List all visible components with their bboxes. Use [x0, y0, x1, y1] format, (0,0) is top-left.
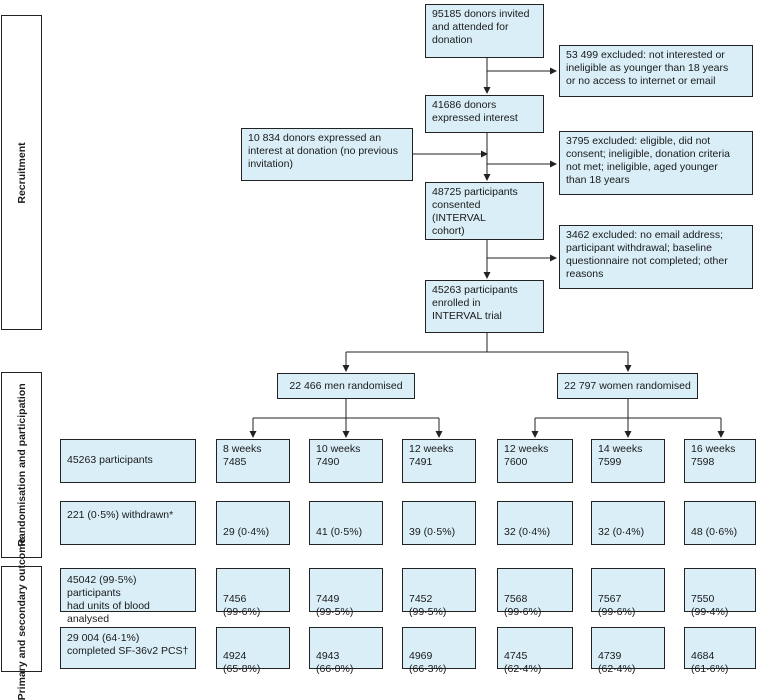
analysed-women-16w: 7550 (99·4%) [684, 568, 756, 618]
section-randomisation-label: Randomisation and participation [15, 383, 28, 547]
arm-box-men-8w: 8 weeks 7485 [216, 439, 290, 483]
section-randomisation: Randomisation and participation [1, 372, 42, 558]
analysed-men-10w: 7449 (99·5%) [309, 568, 383, 618]
sf36-women-14w: 4739 (62·4%) [591, 627, 665, 675]
arm-box-men-12w: 12 weeks 7491 [402, 439, 476, 483]
excluded-box-3: 3462 excluded: no email address; partici… [559, 225, 753, 289]
section-outcome-label: Primary and secondary outcome [15, 537, 28, 700]
excluded-box-1: 53 499 excluded: not interested or ineli… [559, 45, 753, 97]
withdrawn-women-12w: 32 (0·4%) [497, 501, 573, 545]
expressed-at-donation-box: 10 834 donors expressed an interest at d… [241, 128, 413, 181]
sf36-men-12w: 4969 (66·3%) [402, 627, 476, 675]
analysed-women-14w: 7567 (99·6%) [591, 568, 665, 618]
expressed-interest-box: 41686 donors expressed interest [425, 95, 544, 133]
arm-box-women-12w: 12 weeks 7600 [497, 439, 573, 483]
women-randomised-box: 22 797 women randomised [557, 373, 698, 399]
withdrawn-women-16w: 48 (0·6%) [684, 501, 756, 545]
enrolled-box: 45263 participants enrolled in INTERVAL … [425, 280, 544, 333]
analysed-total-box: 45042 (99·5%) participants had units of … [60, 568, 196, 625]
invited-box: 95185 donors invited and attended for do… [425, 4, 544, 58]
section-recruitment-label: Recruitment [15, 141, 28, 204]
withdrawn-women-14w: 32 (0·4%) [591, 501, 665, 545]
arm-box-women-14w: 14 weeks 7599 [591, 439, 665, 483]
section-outcome: Primary and secondary outcome [1, 538, 42, 700]
withdrawn-men-12w: 39 (0·5%) [402, 501, 476, 545]
connector-lines [249, 58, 725, 438]
men-randomised-box: 22 466 men randomised [277, 373, 415, 399]
arm-box-men-10w: 10 weeks 7490 [309, 439, 383, 483]
sf36-total-box: 29 004 (64·1%) completed SF-36v2 PCS† [60, 627, 196, 669]
analysed-men-8w: 7456 (99·6%) [216, 568, 290, 618]
section-recruitment: Recruitment [1, 15, 42, 330]
analysed-men-12w: 7452 (99·5%) [402, 568, 476, 618]
sf36-men-8w: 4924 (65·8%) [216, 627, 290, 675]
excluded-box-2: 3795 excluded: eligible, did not consent… [559, 131, 753, 195]
analysed-women-12w: 7568 (99·6%) [497, 568, 573, 618]
withdrawn-total-box: 221 (0·5%) withdrawn* [60, 501, 196, 545]
arm-box-women-16w: 16 weeks 7598 [684, 439, 756, 483]
sf36-women-16w: 4684 (61·6%) [684, 627, 756, 675]
withdrawn-men-8w: 29 (0·4%) [216, 501, 290, 545]
sf36-women-12w: 4745 (62·4%) [497, 627, 573, 675]
sf36-men-10w: 4943 (66·0%) [309, 627, 383, 675]
consented-box: 48725 participants consented (INTERVAL c… [425, 182, 544, 240]
withdrawn-men-10w: 41 (0·5%) [309, 501, 383, 545]
total-participants-box: 45263 participants [60, 439, 196, 483]
